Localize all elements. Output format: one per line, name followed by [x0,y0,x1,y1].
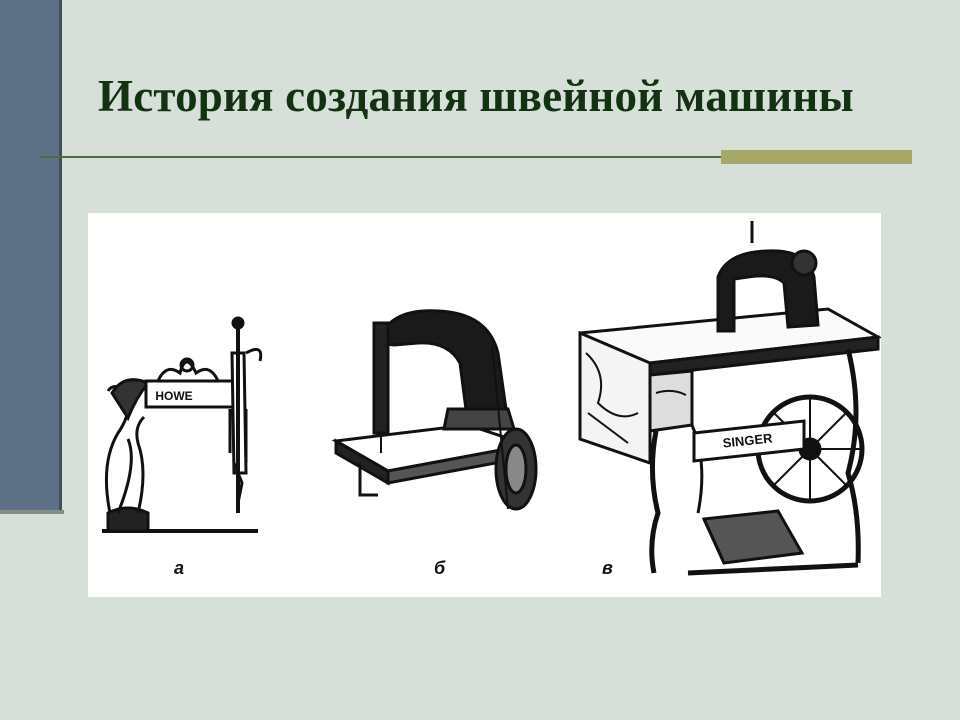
title-underline [40,156,912,158]
accent-bar [721,150,912,164]
machine-c-logo: SINGER [722,430,774,450]
machine-b [331,309,538,511]
machine-c-singer [578,221,881,576]
sewing-machines-illustration: HOWE [88,213,881,597]
slide-title: История создания швейной машины [98,71,854,121]
caption-a: а [174,558,185,578]
caption-c: в [602,558,613,578]
caption-b: б [434,558,446,578]
machine-a-logo: HOWE [155,389,192,403]
machine-a-howe [102,316,263,533]
sewing-machines-drawing: HOWE [102,221,881,576]
sidebar-shadow [0,510,64,514]
sidebar-decoration [0,0,62,512]
